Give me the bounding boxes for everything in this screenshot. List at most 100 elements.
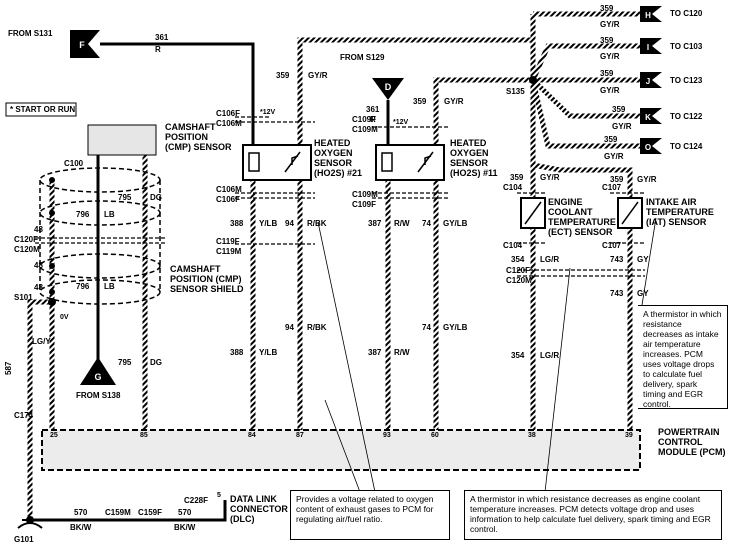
svg-text:GY/R: GY/R [612, 122, 632, 131]
wire-570-bkw [30, 500, 227, 522]
connector-g: G [80, 357, 116, 385]
svg-text:Y/LB: Y/LB [259, 348, 277, 357]
svg-text:C119M: C119M [216, 247, 242, 256]
to-c122-label: TO C122 [670, 112, 703, 121]
svg-text:48: 48 [34, 225, 43, 234]
svg-text:DG: DG [150, 358, 162, 367]
svg-text:C159F: C159F [138, 508, 162, 517]
svg-text:LG/Y: LG/Y [32, 337, 51, 346]
svg-text:48: 48 [34, 283, 43, 292]
svg-text:J: J [646, 77, 650, 86]
svg-text:359: 359 [600, 4, 614, 13]
connector-f-label: F [79, 40, 85, 50]
svg-text:5: 5 [217, 492, 221, 499]
svg-text:387: 387 [368, 219, 382, 228]
svg-text:C228F: C228F [184, 496, 208, 505]
svg-text:87: 87 [296, 432, 304, 439]
svg-text:GY: GY [637, 289, 649, 298]
cmp-sensor-title: CAMSHAFT POSITION (CMP) SENSOR [165, 122, 232, 152]
splice-s101-label: S101 [14, 293, 33, 302]
svg-text:I: I [647, 43, 649, 52]
svg-text:359: 359 [510, 173, 524, 182]
wire-s101-left [27, 299, 52, 520]
svg-text:359: 359 [612, 105, 626, 114]
cmp-shield-title: CAMSHAFT POSITION (CMP) SENSOR SHIELD [170, 264, 244, 294]
svg-text:74: 74 [422, 219, 431, 228]
svg-text:C120M: C120M [506, 276, 532, 285]
svg-text:74: 74 [422, 323, 431, 332]
ground-g101-label: G101 [14, 535, 34, 544]
to-c103-label: TO C103 [670, 42, 703, 51]
svg-text:359: 359 [276, 71, 290, 80]
svg-text:C159M: C159M [105, 508, 131, 517]
svg-text:C120F: C120F [506, 266, 530, 275]
svg-text:GY/LB: GY/LB [443, 323, 468, 332]
svg-text:BK/W: BK/W [174, 523, 196, 532]
svg-text:C107: C107 [602, 183, 622, 192]
svg-text:C107: C107 [602, 241, 622, 250]
wire-359-gyr-ho2s11 [433, 77, 533, 145]
from-s131-label: FROM S131 [8, 29, 53, 38]
svg-text:387: 387 [368, 348, 382, 357]
svg-text:93: 93 [383, 432, 391, 439]
svg-text:570: 570 [178, 508, 192, 517]
svg-text:388: 388 [230, 219, 244, 228]
connector-j: J [640, 72, 662, 88]
svg-text:R/W: R/W [394, 219, 410, 228]
svg-text:354: 354 [511, 255, 525, 264]
svg-text:C106M: C106M [216, 185, 242, 194]
splice-s101 [48, 298, 56, 306]
iat-note: A thermistor in which resistance decreas… [638, 305, 728, 409]
svg-text:361: 361 [366, 105, 380, 114]
wire-359-to-iat [532, 162, 633, 198]
to-c124-label: TO C124 [670, 142, 703, 151]
svg-text:R/BK: R/BK [307, 323, 327, 332]
svg-text:R: R [155, 45, 161, 54]
ho2s21-title: HEATED OXYGEN SENSOR (HO2S) #21 [314, 138, 362, 178]
svg-text:C106F: C106F [216, 195, 240, 204]
to-c123-label: TO C123 [670, 76, 703, 85]
wire-361-r [100, 42, 255, 145]
from-s138-label: FROM S138 [76, 391, 121, 400]
svg-text:GY/R: GY/R [600, 86, 620, 95]
note-pointers [317, 217, 657, 493]
svg-text:94: 94 [285, 219, 294, 228]
svg-text:LG/R: LG/R [540, 351, 559, 360]
svg-text:R: R [370, 115, 376, 124]
connector-i: I [640, 38, 662, 54]
labels: FROM S131 FROM S129 FROM S138 * START OR… [4, 4, 726, 544]
svg-text:48: 48 [34, 261, 43, 270]
svg-text:C106M: C106M [216, 119, 242, 128]
start-or-run-label: * START OR RUN [10, 105, 75, 114]
ho2s-note: Provides a voltage related to oxygen con… [290, 490, 450, 540]
connector-g-label: G [94, 372, 101, 382]
svg-text:570: 570 [74, 508, 88, 517]
svg-text:359: 359 [413, 97, 427, 106]
splice-s135 [529, 76, 537, 84]
svg-text:C109F: C109F [352, 200, 376, 209]
iat-sensor-symbol [617, 197, 643, 229]
svg-text:94: 94 [285, 323, 294, 332]
svg-text:C119F: C119F [216, 237, 240, 246]
svg-text:38: 38 [528, 432, 536, 439]
svg-text:C174: C174 [14, 411, 34, 420]
svg-text:796: 796 [76, 282, 90, 291]
cmp-sensor-box [87, 124, 157, 156]
svg-text:795: 795 [118, 358, 132, 367]
svg-text:LB: LB [104, 210, 115, 219]
svg-text:388: 388 [230, 348, 244, 357]
to-c120-label: TO C120 [670, 9, 703, 18]
svg-text:GY/R: GY/R [637, 175, 657, 184]
svg-text:Y/LB: Y/LB [259, 219, 277, 228]
svg-text:GY/R: GY/R [600, 52, 620, 61]
svg-text:359: 359 [600, 69, 614, 78]
svg-text:C109M: C109M [352, 125, 378, 134]
wire-359-to-i [530, 43, 640, 82]
svg-text:743: 743 [610, 289, 624, 298]
svg-text:C104: C104 [503, 241, 523, 250]
from-s129-label: FROM S129 [340, 53, 385, 62]
svg-text:GY: GY [637, 255, 649, 264]
svg-text:C106F: C106F [216, 109, 240, 118]
connector-lines [35, 116, 645, 277]
